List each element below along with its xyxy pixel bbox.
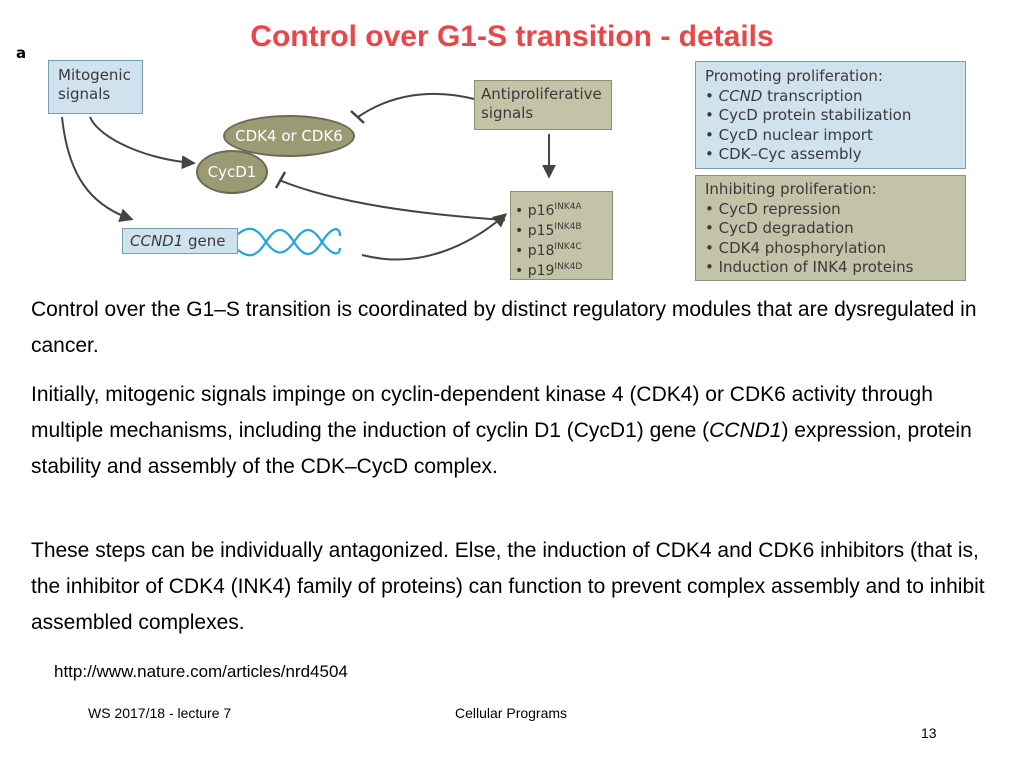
- inhibiting-item: • CycD degradation: [705, 219, 854, 237]
- arrow-mitogenic-to-cdk: [89, 116, 196, 170]
- promoting-item-italic: CCND: [718, 86, 763, 105]
- ink4-item: • p18INK4C: [515, 237, 612, 259]
- mitogenic-signals-box: Mitogenic signals: [48, 60, 143, 114]
- cdk4-cdk6-node: CDK4 or CDK6: [223, 115, 355, 157]
- ccnd1-gene-name: CCND1: [130, 232, 184, 250]
- paragraph-1: Control over the G1–S transition is coor…: [31, 298, 977, 357]
- paragraph-2-italic: CCND1: [709, 419, 782, 442]
- ink4-sup: INK4A: [554, 202, 582, 212]
- inhibiting-heading: Inhibiting proliferation:: [705, 180, 877, 198]
- ccnd1-gene-box: CCND1 gene: [122, 228, 238, 254]
- promoting-item-rest: transcription: [762, 86, 863, 105]
- mitogenic-line-1: Mitogenic: [58, 66, 131, 84]
- paragraph-3: These steps can be individually antagoni…: [31, 539, 985, 634]
- ink4-item: • p19INK4D: [515, 257, 612, 279]
- ink4-name: • p16: [515, 203, 555, 219]
- ink4-name: • p19: [515, 263, 555, 279]
- mitogenic-line-2: signals: [58, 85, 111, 103]
- inhibit-anti-to-cdk: [357, 92, 475, 118]
- promoting-item: • CycD protein stabilization: [705, 106, 912, 124]
- promoting-item: • CycD nuclear import: [705, 125, 873, 144]
- promoting-heading: Promoting proliferation:: [705, 67, 883, 85]
- promoting-item: • CDK–Cyc assembly: [705, 145, 862, 163]
- inhibiting-item: • CycD repression: [705, 199, 841, 218]
- promoting-proliferation-box: Promoting proliferation: • CCND transcri…: [695, 61, 966, 169]
- inhibit-bar-cdk: [350, 110, 365, 124]
- ink4-sup: INK4D: [554, 262, 583, 272]
- inhibiting-item: • CDK4 phosphorylation: [705, 238, 887, 257]
- ink4-name: • p18: [515, 243, 555, 259]
- antiproliferative-line-1: Antiproliferative: [481, 85, 602, 103]
- inhibiting-item: • Induction of INK4 proteins: [705, 258, 914, 276]
- ccnd1-gene-suffix: gene: [183, 232, 226, 250]
- cycd1-node: CycD1: [196, 150, 268, 194]
- page-number: 13: [921, 725, 937, 741]
- dna-helix-icon: [237, 227, 342, 257]
- ink4-proteins-box: • p16INK4A • p15INK4B • p18INK4C • p19IN…: [510, 191, 613, 280]
- panel-letter: a: [16, 44, 27, 62]
- paragraph-2: Initially, mitogenic signals impinge on …: [31, 377, 1006, 485]
- inhibit-ink4-to-cycd: [278, 179, 506, 221]
- inhibit-bar-cycd: [274, 171, 287, 189]
- arrow-mitogenic-to-ccnd1: [61, 116, 134, 222]
- ink4-item: • p16INK4A: [515, 197, 612, 219]
- ink4-name: • p15: [515, 223, 555, 239]
- footer-course: Cellular Programs: [455, 705, 568, 721]
- diagram-connectors: [61, 92, 556, 261]
- inhibiting-proliferation-box: Inhibiting proliferation: • CycD repress…: [695, 175, 966, 281]
- paragraph-2-start: Initially, mitogenic signals impinge on …: [31, 383, 933, 442]
- slide-title: Control over G1-S transition - details: [250, 20, 774, 53]
- promoting-item: • CCND transcription: [705, 86, 863, 105]
- antiproliferative-signals-box: Antiproliferative signals: [474, 80, 612, 130]
- ink4-item: • p15INK4B: [515, 217, 612, 239]
- ink4-sup: INK4C: [554, 242, 582, 252]
- ink4-sup: INK4B: [554, 222, 582, 232]
- antiproliferative-line-2: signals: [481, 104, 534, 122]
- footer-lecture: WS 2017/18 - lecture 7: [88, 705, 232, 721]
- arrow-ccnd1-to-ink4: [361, 213, 508, 261]
- source-link[interactable]: http://www.nature.com/articles/nrd4504: [54, 662, 348, 681]
- paragraph-2-end: ) expression, protein stability and asse…: [31, 419, 972, 478]
